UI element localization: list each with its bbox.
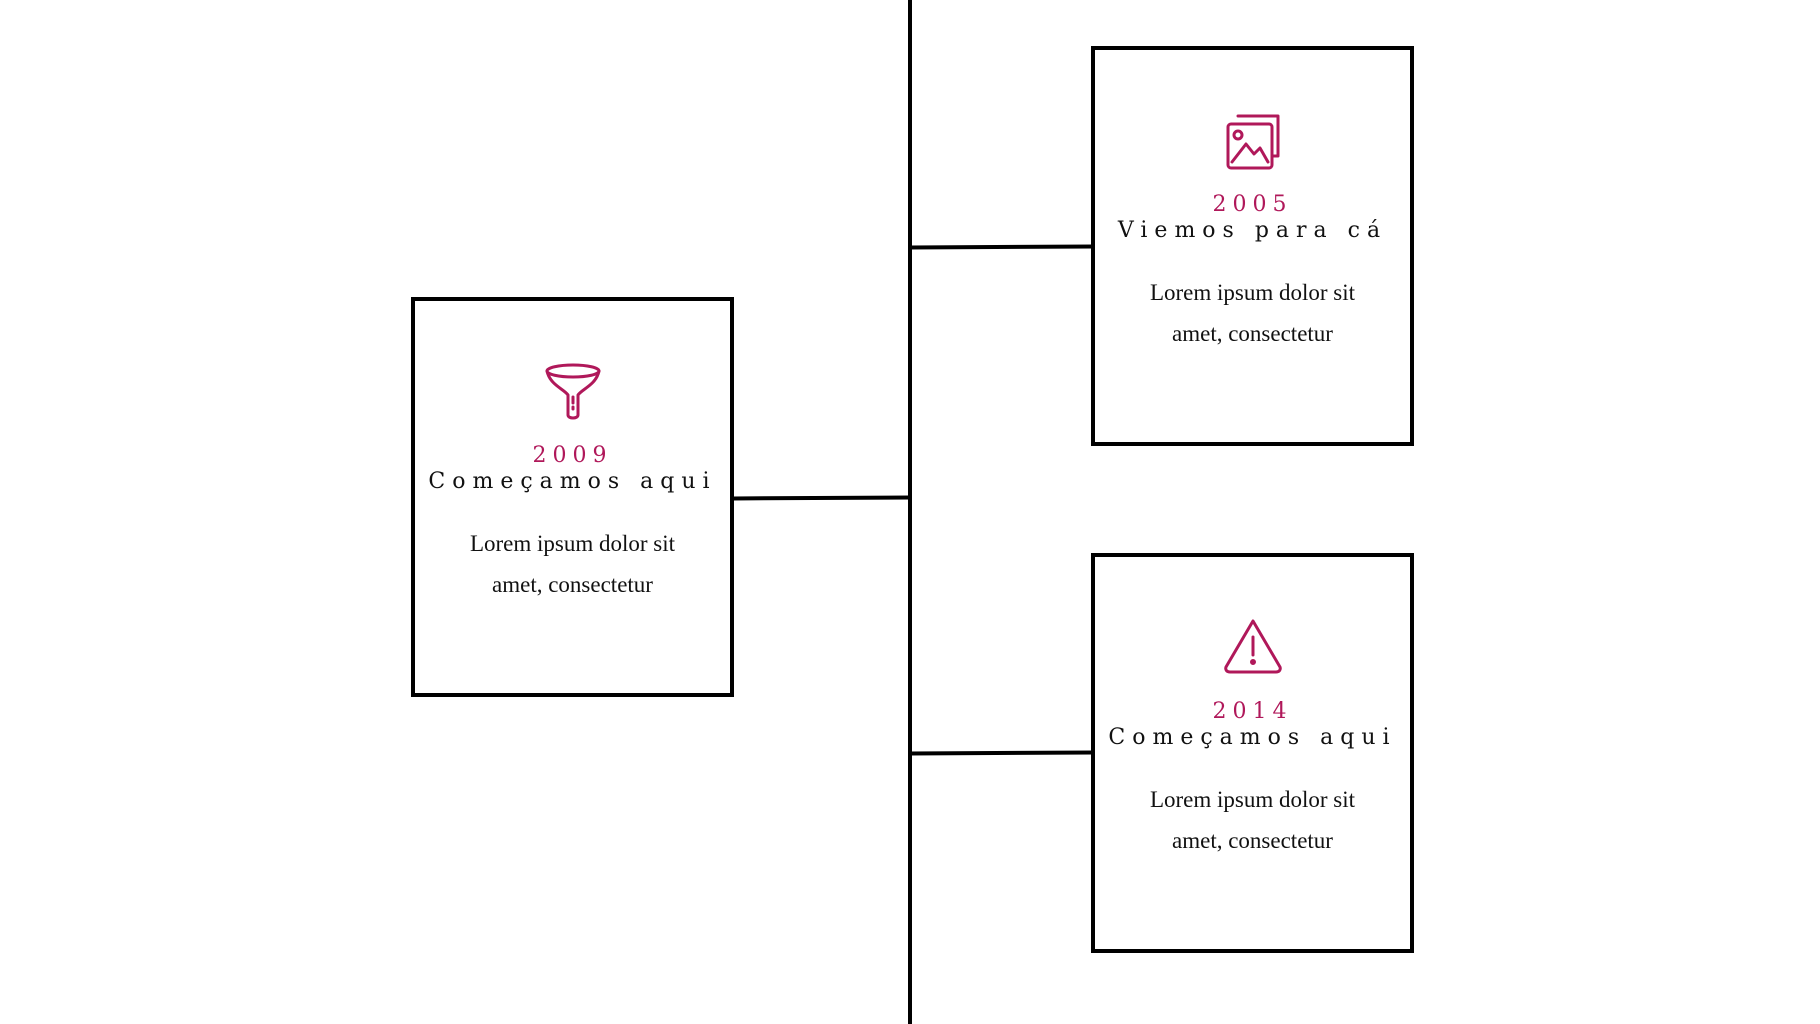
description-line: amet, consectetur [1172,828,1333,853]
connector-2009 [732,495,911,501]
images-icon [1095,108,1410,170]
timeline-card-2014: 2014 Começamos aqui Lorem ipsum dolor si… [1091,553,1414,953]
event-description: Lorem ipsum dolor sit amet, consectetur [1095,272,1410,354]
description-line: Lorem ipsum dolor sit [1149,280,1356,305]
event-description: Lorem ipsum dolor sit amet, consectetur [1095,779,1410,861]
event-title: Viemos para cá [1117,218,1388,243]
connector-2014 [909,750,1095,756]
description-line: Lorem ipsum dolor sit [469,531,676,556]
description-line: amet, consectetur [492,572,653,597]
timeline-axis [908,0,912,1024]
connector-2005 [909,244,1095,250]
event-title: Começamos aqui [1108,725,1397,750]
warning-icon [1095,615,1410,677]
event-year: 2005 [1212,192,1293,217]
description-line: amet, consectetur [1172,321,1333,346]
event-title: Começamos aqui [428,469,717,494]
event-description: Lorem ipsum dolor sit amet, consectetur [415,523,730,605]
description-line: Lorem ipsum dolor sit [1149,787,1356,812]
event-year: 2009 [532,443,613,468]
timeline-card-2005: 2005 Viemos para cá Lorem ipsum dolor si… [1091,46,1414,446]
funnel-icon [415,359,730,421]
timeline-card-2009: 2009 Começamos aqui Lorem ipsum dolor si… [411,297,734,697]
event-year: 2014 [1212,699,1293,724]
